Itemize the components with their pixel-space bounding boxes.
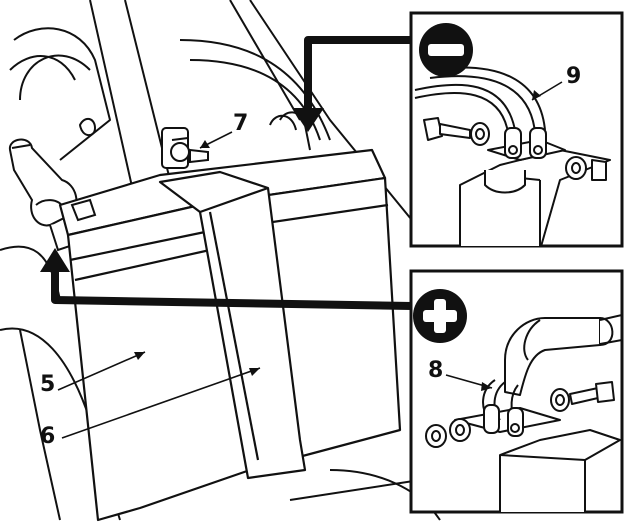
positive-arrow-head [40,248,70,272]
callout-6: 6 [40,424,55,449]
callout-7: 7 [233,111,248,136]
minus-sign-icon [428,44,464,56]
plus-sign-icon [423,299,457,333]
positive-pointer-arrow [51,270,413,310]
battery-hold-down [70,198,97,222]
callout-9: 9 [566,64,581,89]
negative-pointer-arrow [304,36,412,110]
leader-line-6 [61,367,261,439]
negative-arrow-head [292,108,324,132]
leader-arrowheads [134,90,541,391]
callout-8: 8 [428,358,443,383]
callout-5: 5 [40,372,55,397]
positive-terminal-inset [409,269,624,514]
negative-terminal-bolt [161,127,209,169]
negative-terminal-inset [409,11,624,248]
leader-line-5 [57,351,146,391]
battery-strap [158,170,307,480]
